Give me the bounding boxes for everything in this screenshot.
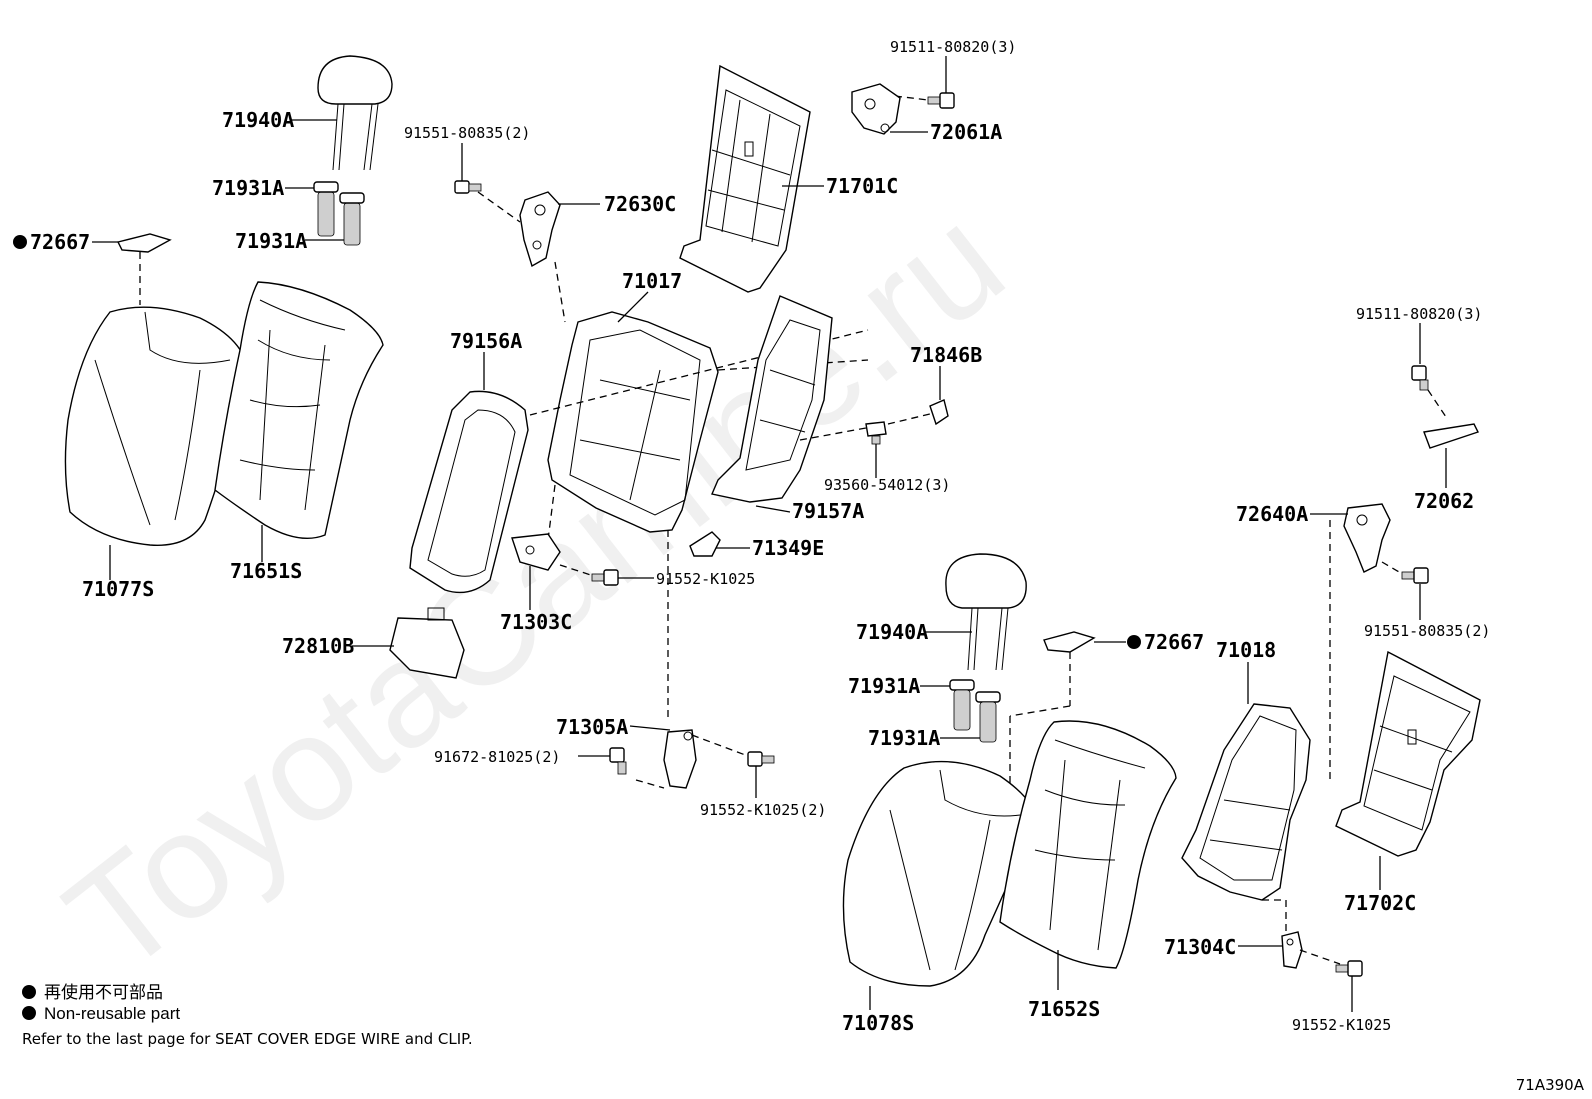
hook-72062 (1423, 423, 1479, 449)
label-71304C: 71304C (1164, 935, 1236, 959)
label-72062: 72062 (1414, 489, 1474, 513)
pad-79156A (409, 390, 529, 594)
label-91551-80835-right: 91551-80835(2) (1364, 622, 1490, 640)
clip-71846B (929, 399, 949, 426)
label-71940A-right: 71940A (856, 620, 928, 644)
legend-en: Non-reusable part (22, 1004, 180, 1024)
hinge-72640A (1343, 503, 1391, 573)
label-72810B: 72810B (282, 634, 354, 658)
label-91511-80820-right: 91511-80820(3) (1356, 305, 1482, 323)
label-71931A-left-1: 71931A (212, 176, 284, 200)
board-71702C (1335, 650, 1481, 857)
label-71702C: 71702C (1344, 891, 1416, 915)
hinge-72061A (851, 83, 901, 135)
label-79157A: 79157A (792, 499, 864, 523)
headrest-right (945, 553, 1027, 671)
seat-cover-71077S (64, 306, 249, 546)
screw-93560-54012 (865, 421, 887, 445)
label-91672-81025: 91672-81025(2) (434, 748, 560, 766)
label-71078S: 71078S (842, 1011, 914, 1035)
label-71931A-right-1: 71931A (848, 674, 920, 698)
label-72640A: 72640A (1236, 502, 1308, 526)
seat-cover-71078S (842, 760, 1037, 987)
headrest-guide-left-1 (313, 181, 339, 237)
label-71349E: 71349E (752, 536, 824, 560)
legend-dot-jp (22, 985, 36, 999)
bolt-91552-K1025-left (591, 569, 619, 586)
headrest-guide-right-1 (949, 679, 975, 731)
label-71652S: 71652S (1028, 997, 1100, 1021)
figure-code: 71A390A (1515, 1076, 1584, 1094)
headrest-guide-right-2 (975, 691, 1001, 743)
board-79157A (711, 295, 833, 503)
bolt-91672-81025 (609, 747, 627, 775)
label-72061A: 72061A (930, 120, 1002, 144)
bolt-91511-80820-top (927, 92, 955, 109)
seat-back-frame-71018 (1181, 703, 1311, 901)
hinge-72630C (519, 191, 561, 268)
board-71701C (679, 64, 811, 293)
bolt-91511-80820-right (1411, 365, 1429, 391)
label-91552-K1025-right: 91552-K1025 (1292, 1016, 1391, 1034)
legend-jp-text: 再使用不可部品 (44, 983, 163, 1002)
label-71018: 71018 (1216, 638, 1276, 662)
clip-72667-right (1043, 631, 1096, 653)
seat-back-frame-71017 (547, 311, 719, 533)
label-71077S: 71077S (82, 577, 154, 601)
bolt-91552-K1025-2 (747, 751, 775, 767)
label-71701C: 71701C (826, 174, 898, 198)
label-72630C: 72630C (604, 192, 676, 216)
legend-en-text: Non-reusable part (44, 1004, 181, 1023)
bracket-71303C (511, 533, 561, 571)
label-93560-54012: 93560-54012(3) (824, 476, 950, 494)
bolt-91551-80835-left (454, 180, 482, 194)
label-71940A-left: 71940A (222, 108, 294, 132)
label-91552-K1025-left: 91552-K1025 (656, 570, 755, 588)
non-reusable-dot-right (1127, 635, 1141, 649)
headrest-left (317, 55, 393, 171)
bracket-71304C (1281, 931, 1303, 969)
label-71651S: 71651S (230, 559, 302, 583)
label-91552-K1025-2: 91552-K1025(2) (700, 801, 826, 819)
bracket-71305A (663, 729, 697, 789)
clip-72667-left (116, 233, 172, 253)
label-71846B: 71846B (910, 343, 982, 367)
label-71303C: 71303C (500, 610, 572, 634)
cover-72810B (389, 607, 465, 679)
bolt-91552-K1025-right (1335, 960, 1363, 977)
non-reusable-dot-left (13, 235, 27, 249)
label-71017: 71017 (622, 269, 682, 293)
legend-jp: 再使用不可部品 (22, 978, 163, 1003)
seat-pad-71651S (214, 281, 384, 540)
legend-dot-en (22, 1006, 36, 1020)
legend-note: Refer to the last page for SEAT COVER ED… (22, 1030, 473, 1048)
label-71305A: 71305A (556, 715, 628, 739)
label-72667-left: 72667 (30, 230, 90, 254)
seat-pad-71652S (999, 720, 1177, 969)
label-91551-80835-left: 91551-80835(2) (404, 124, 530, 142)
bolt-91551-80835-right (1401, 567, 1429, 584)
label-71931A-left-2: 71931A (235, 229, 307, 253)
label-79156A: 79156A (450, 329, 522, 353)
label-71931A-right-2: 71931A (868, 726, 940, 750)
label-72667-right: 72667 (1144, 630, 1204, 654)
label-91511-80820-top: 91511-80820(3) (890, 38, 1016, 56)
headrest-guide-left-2 (339, 192, 365, 246)
